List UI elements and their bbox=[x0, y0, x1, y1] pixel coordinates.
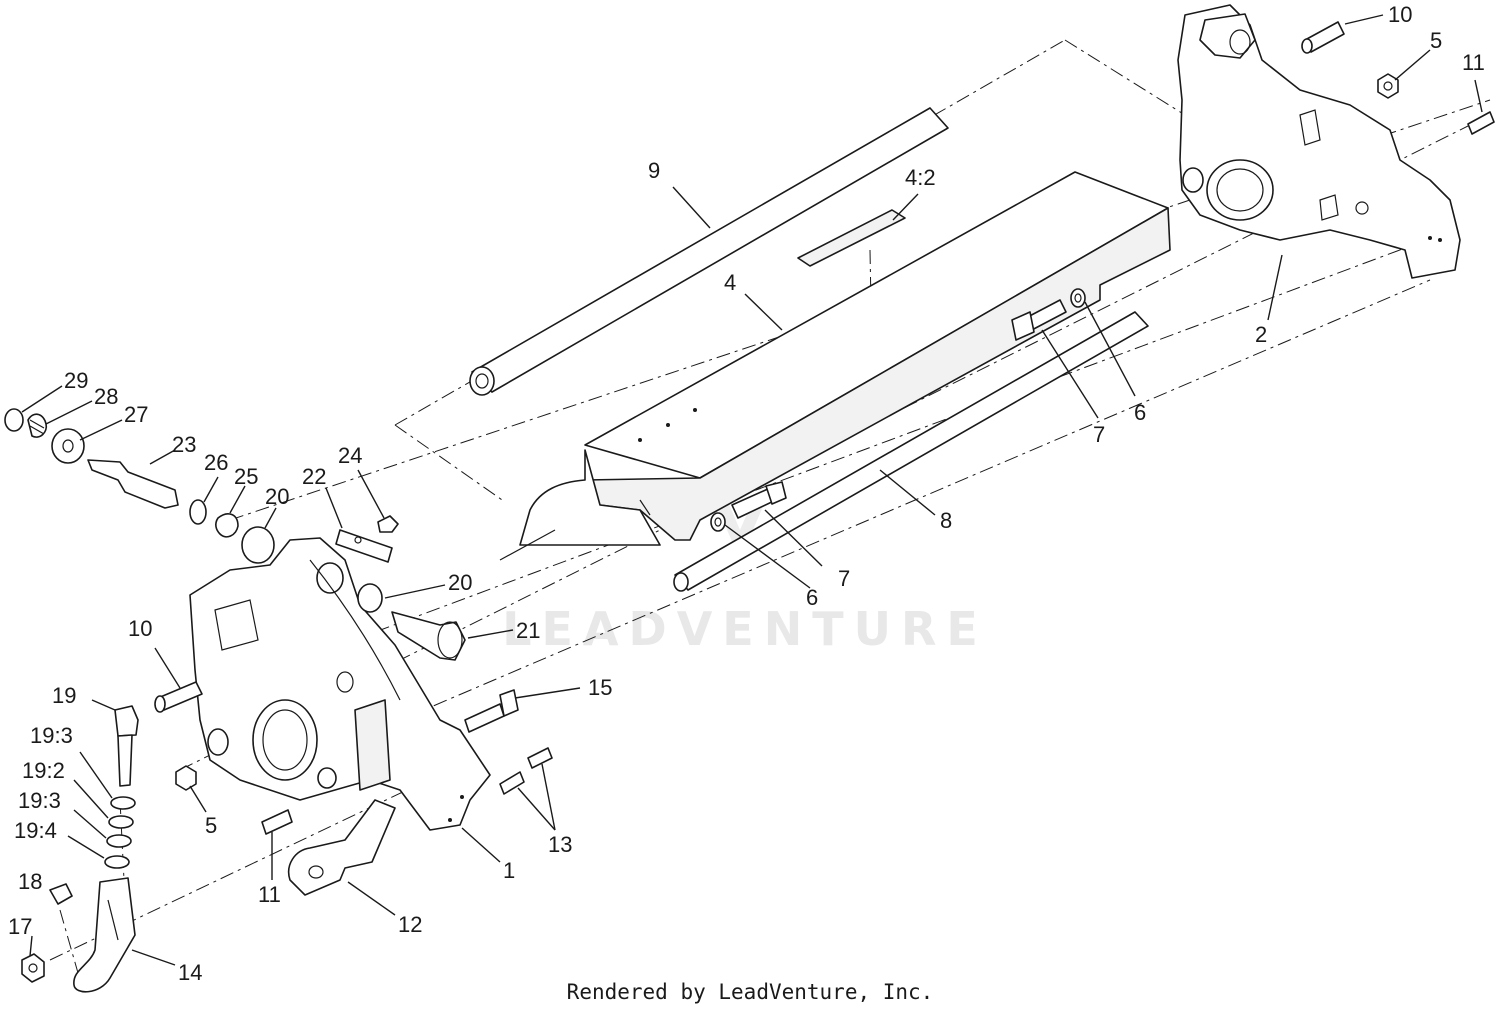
callout-24: 24 bbox=[338, 443, 362, 468]
part-8-rod bbox=[673, 311, 1149, 592]
callout-26: 26 bbox=[204, 450, 228, 475]
part-2-right-housing bbox=[1177, 4, 1461, 279]
part-9-tube bbox=[469, 107, 949, 396]
part-1-left-housing bbox=[189, 537, 491, 831]
callout-27: 27 bbox=[124, 402, 148, 427]
callout-28: 28 bbox=[94, 384, 118, 409]
callout-11-top: 11 bbox=[1462, 50, 1485, 75]
callout-19-2: 19:2 bbox=[22, 758, 65, 783]
callout-2: 2 bbox=[1255, 322, 1267, 347]
part-4-channel bbox=[499, 171, 1171, 561]
callout-1: 1 bbox=[503, 858, 515, 883]
callout-19-3b: 19:3 bbox=[18, 788, 61, 813]
callout-6-right: 6 bbox=[1134, 400, 1146, 425]
callout-15: 15 bbox=[588, 675, 612, 700]
left-fasteners bbox=[154, 681, 553, 835]
bolts-and-washers bbox=[710, 288, 1086, 532]
callout-17: 17 bbox=[8, 914, 32, 939]
callout-8: 8 bbox=[940, 508, 952, 533]
callout-22: 22 bbox=[302, 464, 326, 489]
callouts: 10 5 11 9 4:2 4 2 7 6 29 28 27 23 26 25 … bbox=[8, 2, 1485, 985]
callout-19: 19 bbox=[52, 683, 76, 708]
callout-18: 18 bbox=[18, 869, 42, 894]
callout-20-top: 20 bbox=[265, 484, 289, 509]
callout-21: 21 bbox=[516, 618, 540, 643]
shaft-stack bbox=[4, 408, 466, 661]
callout-5-left: 5 bbox=[205, 813, 217, 838]
callout-7-mid: 7 bbox=[838, 566, 850, 591]
part-22-24-bracket bbox=[335, 515, 399, 563]
callout-12: 12 bbox=[398, 912, 422, 937]
callout-20-mid: 20 bbox=[448, 570, 472, 595]
callout-6-mid: 6 bbox=[806, 585, 818, 610]
callout-4-2: 4:2 bbox=[905, 165, 936, 190]
callout-5-top: 5 bbox=[1430, 28, 1442, 53]
callout-14: 14 bbox=[178, 960, 202, 985]
callout-11-left: 11 bbox=[258, 882, 281, 907]
callout-19-3a: 19:3 bbox=[30, 723, 73, 748]
callout-9: 9 bbox=[648, 158, 660, 183]
callout-4: 4 bbox=[724, 270, 736, 295]
callout-7-right: 7 bbox=[1093, 422, 1105, 447]
watermark-text: LEADVENTURE bbox=[502, 602, 988, 656]
footer-credit: Rendered by LeadVenture, Inc. bbox=[566, 980, 934, 1004]
callout-29: 29 bbox=[64, 368, 88, 393]
callout-13: 13 bbox=[548, 832, 572, 857]
callout-10-left: 10 bbox=[128, 616, 152, 641]
part-14-clevis bbox=[21, 877, 136, 993]
leader-lines bbox=[21, 14, 1483, 966]
callout-19-4: 19:4 bbox=[14, 818, 57, 843]
callout-10-top: 10 bbox=[1388, 2, 1412, 27]
callout-23: 23 bbox=[172, 432, 196, 457]
part-19-stack bbox=[104, 705, 139, 869]
part-12-lever bbox=[288, 799, 396, 896]
callout-25: 25 bbox=[234, 464, 258, 489]
top-right-fasteners bbox=[1301, 21, 1495, 135]
